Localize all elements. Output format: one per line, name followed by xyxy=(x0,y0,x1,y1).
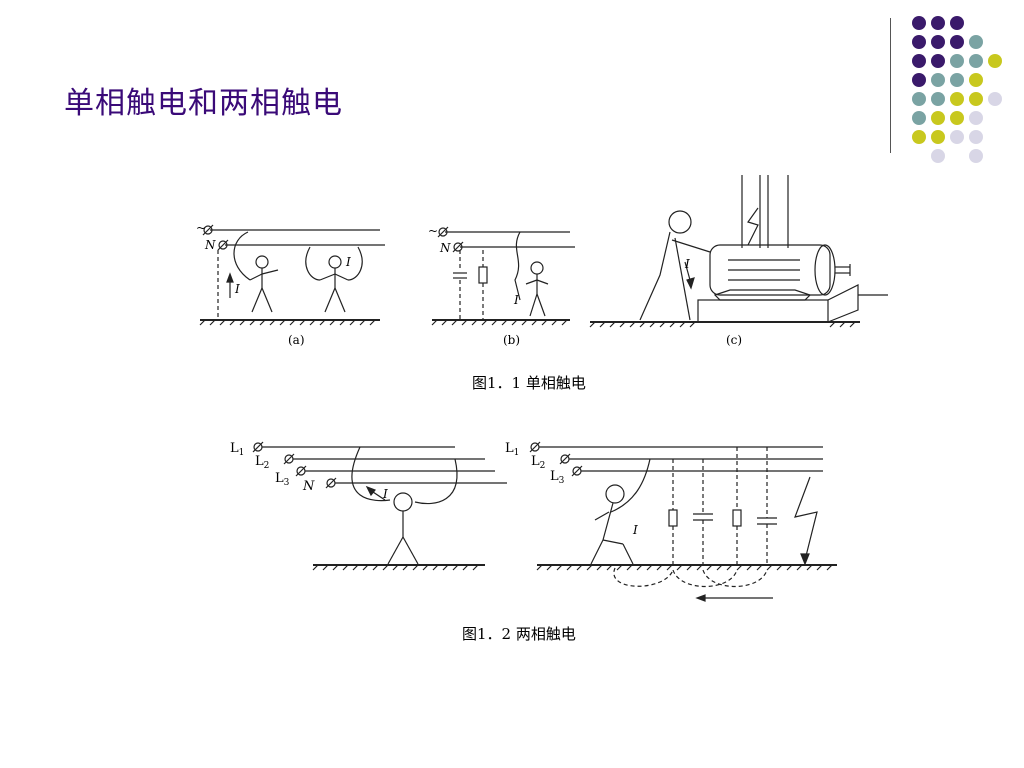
figure-1-single-phase-shock: ~ N I I (a) ~ N I (b) I (c) xyxy=(196,175,888,347)
decorative-dot xyxy=(950,16,964,30)
decorative-dot xyxy=(969,35,983,49)
decorative-dot xyxy=(912,111,926,125)
fig1b-current-label: I xyxy=(513,293,519,307)
fig1b-subcaption: (b) xyxy=(503,333,520,347)
decorative-dot xyxy=(931,92,945,106)
decorative-dot xyxy=(950,73,964,87)
decorative-dot xyxy=(950,54,964,68)
fig1b-neutral-label: N xyxy=(439,241,451,255)
fig2-left-l1-label: L1 xyxy=(230,441,244,458)
decorative-dot xyxy=(969,149,983,163)
fig1c-current-label: I xyxy=(684,257,690,271)
decorative-dot xyxy=(969,54,983,68)
decorative-dot xyxy=(969,73,983,87)
fig2-left-current-label: I xyxy=(382,487,388,501)
fig2-left-l2-label: L2 xyxy=(255,454,269,471)
fig2-right-current-label: I xyxy=(632,523,638,537)
fig2-left-l3-label: L3 xyxy=(275,471,290,488)
decorative-dot xyxy=(969,130,983,144)
fig1a-subcaption: (a) xyxy=(288,333,305,347)
fig1a-phase-label: ~ xyxy=(196,221,206,235)
fig1a-current-label: I xyxy=(234,282,240,296)
decorative-dot xyxy=(950,111,964,125)
decorative-dot xyxy=(969,111,983,125)
fig1a-current-label-2: I xyxy=(345,255,351,269)
decorative-dot xyxy=(912,54,926,68)
fig1c-subcaption: (c) xyxy=(726,333,742,347)
decorative-dot xyxy=(950,35,964,49)
decorative-dot xyxy=(931,54,945,68)
decorative-dot xyxy=(931,149,945,163)
fig2-right-l3-label: L3 xyxy=(550,469,565,486)
fig1a-neutral-label: N xyxy=(204,238,216,252)
figure-2-left-diagram xyxy=(252,441,507,571)
decorative-dot xyxy=(931,111,945,125)
decorative-dot xyxy=(988,54,1002,68)
decorative-vertical-rule xyxy=(890,18,891,153)
decorative-dot xyxy=(912,73,926,87)
fig2-left-neutral-label: N xyxy=(302,479,315,494)
decorative-dot xyxy=(950,130,964,144)
fig2-right-l2-label: L2 xyxy=(531,454,545,471)
decorative-dot xyxy=(912,35,926,49)
figure-1-caption: 图1．1 单相触电 xyxy=(472,374,586,392)
decorative-dot xyxy=(931,73,945,87)
decorative-dot xyxy=(912,16,926,30)
decorative-dot xyxy=(969,92,983,106)
decorative-dot xyxy=(950,92,964,106)
decorative-dot xyxy=(912,92,926,106)
figure-2-two-phase-shock: L1 L2 L3 N I L1 L2 L3 I xyxy=(230,441,837,602)
decorative-dot xyxy=(931,35,945,49)
slide-title: 单相触电和两相触电 xyxy=(64,86,343,121)
figure-1b-diagram xyxy=(431,226,575,326)
decorative-dot xyxy=(931,130,945,144)
figure-1a-diagram xyxy=(199,224,385,326)
decorative-dot xyxy=(931,16,945,30)
fig1b-phase-label: ~ xyxy=(428,224,438,238)
fig2-right-l1-label: L1 xyxy=(505,441,519,458)
decorative-dot xyxy=(988,92,1002,106)
decorative-dot xyxy=(912,130,926,144)
figure-2-right-diagram xyxy=(529,441,837,602)
figure-1c-diagram xyxy=(589,175,888,328)
figure-2-caption: 图1．2 两相触电 xyxy=(462,625,576,643)
